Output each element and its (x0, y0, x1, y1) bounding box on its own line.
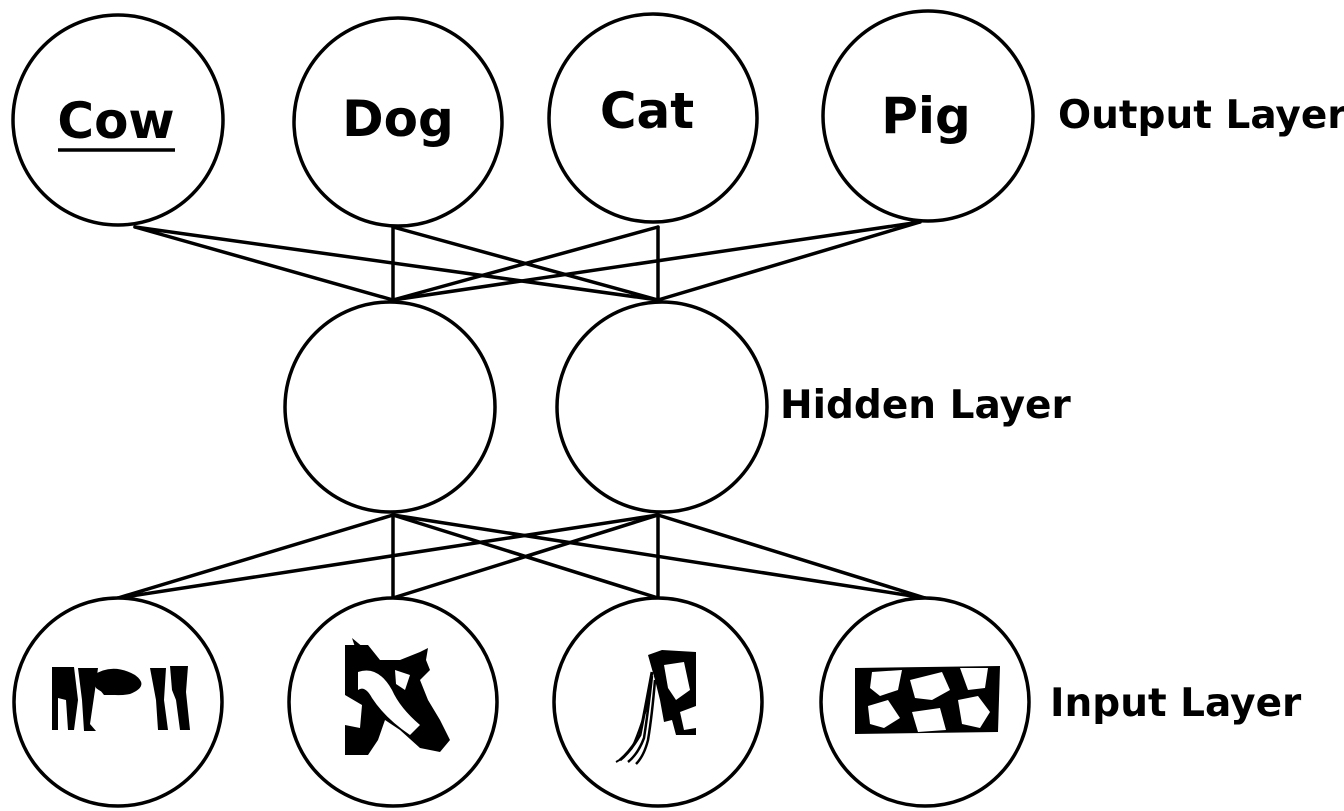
hidden-layer: Hidden Layer (283, 300, 1071, 514)
edge (391, 225, 660, 302)
output-layer: Cow Dog Cat Pig Output Layer (11, 9, 1344, 228)
cow-head-fragment-icon (345, 638, 450, 755)
input-node-1 (12, 596, 224, 808)
input-node-3 (552, 596, 764, 808)
output-node-label: Dog (342, 90, 454, 148)
edge (133, 225, 660, 302)
edge (391, 220, 922, 302)
output-node-label: Pig (881, 87, 971, 145)
edge (116, 513, 395, 600)
output-node-cat: Cat (547, 12, 759, 224)
output-node-dog: Dog (292, 16, 504, 228)
input-layer: Input Layer (12, 596, 1302, 808)
hidden-layer-label: Hidden Layer (780, 383, 1071, 428)
hidden-node (283, 300, 497, 514)
edge (133, 225, 395, 302)
hidden-input-edges (116, 513, 927, 600)
edge (656, 513, 927, 600)
cow-body-fragment-icon (855, 666, 1000, 734)
output-hidden-edges (133, 220, 922, 302)
output-node-pig: Pig (821, 9, 1035, 223)
output-layer-label: Output Layer (1058, 93, 1344, 138)
output-node-label: Cow (57, 92, 174, 150)
output-node-cow: Cow (11, 13, 225, 227)
input-node-4 (819, 596, 1031, 808)
input-node-2 (287, 596, 499, 808)
input-layer-label: Input Layer (1050, 681, 1302, 726)
output-node-label: Cat (600, 82, 694, 140)
edge (656, 220, 922, 302)
edge (391, 513, 660, 600)
edge (116, 513, 660, 600)
cow-legs-fragment-icon (52, 666, 190, 731)
cow-tail-fragment-icon (615, 650, 696, 765)
hidden-node (555, 300, 769, 514)
